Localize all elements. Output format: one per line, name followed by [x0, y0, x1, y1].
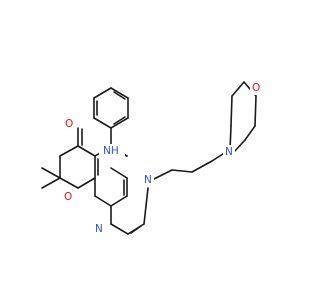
bond-0 [110, 87, 129, 99]
atom-label-layer: NH O O N N N O [62, 81, 262, 236]
bond-29 [171, 169, 193, 173]
bond-28 [151, 169, 173, 181]
bond-10 [59, 145, 79, 157]
bond-45 [130, 225, 142, 234]
morpholine-nitrogen-label-bg [223, 145, 235, 159]
imine-label: NH [103, 145, 119, 157]
bond-3 [93, 117, 112, 129]
ring-oxygen-label-bg [62, 190, 74, 204]
bond-36 [231, 81, 245, 97]
morpholine-oxygen-label: O [252, 82, 260, 94]
bond-24 [110, 223, 129, 235]
bond-22 [110, 167, 128, 179]
bond-16 [41, 167, 61, 179]
imine-label-bg [99, 144, 125, 158]
bond-12 [59, 177, 79, 189]
bond-34 [254, 95, 257, 127]
bond-33 [244, 125, 256, 141]
bond-17 [41, 177, 61, 189]
ring-nitrogen-3-label-bg [142, 173, 154, 187]
bond-40 [113, 116, 126, 125]
bond-9 [77, 145, 96, 157]
ketone-oxygen-label: O [65, 118, 73, 130]
morpholine-nitrogen-label: N [225, 146, 233, 158]
bond-2 [110, 117, 129, 129]
molecule-diagram: NH O O N N N O [41, 81, 262, 236]
ring-nitrogen-3-label: N [144, 174, 152, 186]
ketone-oxygen-label-bg [63, 117, 75, 131]
bond-26 [143, 187, 149, 225]
bond-32 [233, 139, 246, 153]
bond-20 [110, 195, 128, 207]
ring-nitrogen-1-label-bg [93, 222, 105, 236]
bond-39 [113, 91, 126, 100]
ring-nitrogen-1-label: N [95, 223, 103, 235]
morpholine-oxygen-label-bg [250, 81, 262, 95]
ring-oxygen-label: O [64, 191, 72, 203]
bond-13 [77, 177, 96, 189]
bond-19 [94, 195, 112, 207]
bond-5 [93, 87, 112, 99]
bond-30 [191, 160, 213, 173]
bond-37 [230, 95, 233, 127]
